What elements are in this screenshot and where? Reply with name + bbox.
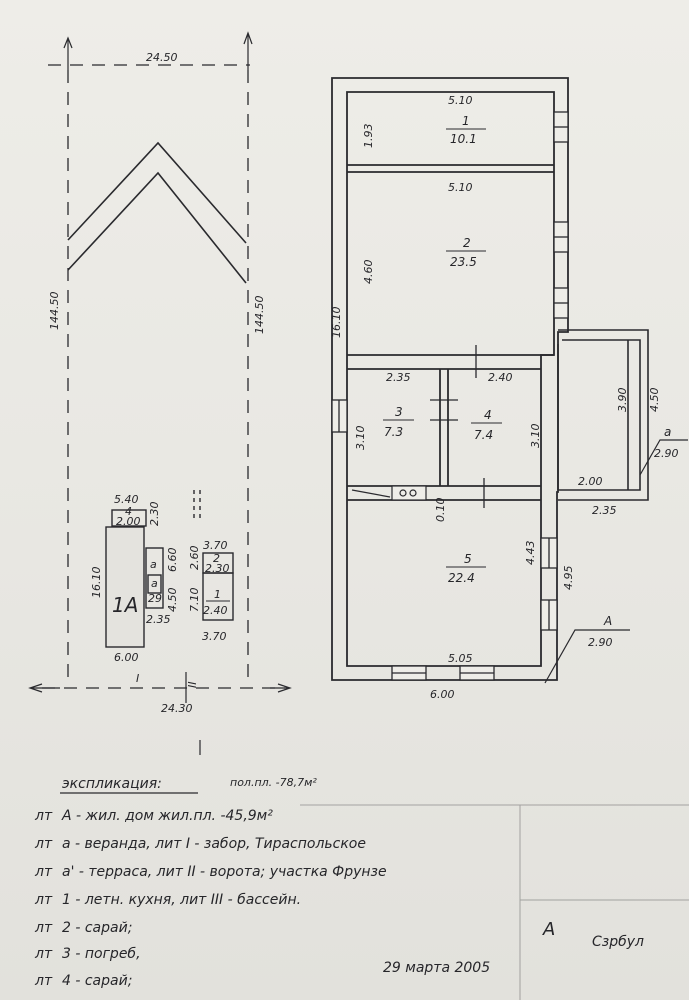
room-1-num: 1 — [462, 114, 470, 128]
room-2-side: 4.60 — [362, 260, 375, 285]
mini-house-length: 16.10 — [90, 567, 103, 599]
legend-line-7: 4 - сарай; — [62, 973, 132, 989]
legend-line-1: А - жил. дом жил.пл. -45,9м² — [61, 808, 273, 824]
room-4-area: 7.4 — [474, 428, 493, 442]
room-4-top: 2.40 — [488, 371, 513, 384]
room-3: 2.35 3.10 3 7.3 — [354, 371, 414, 450]
mini-kitchen-top: 3.70 — [203, 539, 228, 552]
room-2: 5.10 4.60 2 23.5 — [362, 181, 486, 284]
legend-line-3: а' - терраса, лит II - ворота; участка Ф… — [62, 864, 387, 880]
plot-dimension-arrows — [28, 31, 292, 755]
hatch-label: 0.10 — [434, 498, 447, 523]
plot-width-bottom: 24.30 — [161, 702, 193, 715]
room-5-outer: 4.95 — [562, 566, 575, 591]
legend-line-6: 3 - погреб, — [62, 946, 141, 962]
plot-outline — [42, 64, 285, 689]
legend-prefix-4: лт — [34, 892, 53, 908]
veranda-walls — [557, 329, 649, 501]
room-4: 2.40 3.10 4 7.4 — [471, 371, 542, 448]
roof-chevron — [67, 141, 247, 284]
section-a-label: a — [664, 425, 671, 439]
mini-summer-kitchen — [202, 552, 234, 621]
veranda-outer: 4.50 — [648, 388, 661, 413]
section-a-height: 2.90 — [654, 447, 679, 460]
room-2-area: 23.5 — [450, 255, 477, 269]
mini-house-width: 6.00 — [114, 651, 139, 664]
legend-prefix-3: лт — [34, 864, 53, 880]
mini-label-a2: а — [151, 577, 158, 590]
legend-prefix-2: лт — [34, 836, 53, 852]
mini-side-w: 2.35 — [146, 613, 171, 626]
legend-prefix-6: лт — [34, 946, 53, 962]
section-A-label: A — [603, 614, 612, 628]
room-2-top: 5.10 — [448, 181, 473, 194]
room-1: 5.10 1.93 1 10.1 — [362, 94, 486, 148]
veranda-inner: 2.00 — [578, 475, 603, 488]
room-5-bottom: 5.05 — [448, 652, 473, 665]
room-3-side: 3.10 — [354, 426, 367, 451]
legend-line-4: 1 - летн. кухня, лит III - бассейн. — [62, 892, 301, 908]
house-walls — [331, 77, 569, 681]
room-5-num: 5 — [464, 552, 472, 566]
legend-heading: экспликация: — [62, 776, 162, 792]
mini-terrace-num: 4 — [125, 505, 132, 518]
fence-mark-left: I — [136, 672, 139, 685]
room-5-area: 22.4 — [448, 571, 475, 585]
room-5-side: 4.43 — [524, 541, 537, 566]
mini-kitchen-num1: 1 — [214, 588, 221, 601]
mini-kitchen-side2: 7.10 — [188, 588, 201, 613]
mini-kitchen-side1: 2.60 — [188, 546, 201, 571]
mini-kitchen-h2: 2.30 — [205, 562, 230, 575]
stamp-area — [300, 804, 689, 1000]
legend-prefix-7: лт — [34, 973, 53, 989]
legend: экспликация: пол.пл. -78,7м² лт А - жил.… — [34, 776, 387, 989]
room-3-area: 7.3 — [384, 425, 403, 439]
stamp-letter: А — [542, 919, 555, 940]
room-3-top: 2.35 — [386, 371, 411, 384]
room-3-num: 3 — [395, 405, 403, 419]
mini-kitchen-bottom: 3.70 — [202, 630, 227, 643]
house-windows — [331, 111, 569, 681]
legend-prefix-5: лт — [34, 920, 53, 936]
veranda-height: 3.90 — [616, 388, 629, 413]
signature: Сзрбул — [592, 934, 644, 950]
mini-top-width: 5.40 — [114, 493, 139, 506]
mini-kitchen-num2: 2 — [213, 552, 220, 565]
mini-label-a: а — [150, 558, 157, 571]
mini-kitchen-h1: 2.40 — [203, 604, 228, 617]
fence-mark-right: II — [186, 682, 199, 689]
legend-line-2: а - веранда, лит I - забор, Тираспольско… — [62, 836, 366, 852]
legend-total-area: пол.пл. -78,7м² — [230, 776, 317, 789]
mini-house — [105, 490, 201, 648]
mini-house-label: 1А — [112, 593, 138, 617]
room-4-side: 3.10 — [529, 424, 542, 449]
section-A-height: 2.90 — [588, 636, 613, 649]
plot-length-left: 144.50 — [48, 292, 61, 331]
mini-terrace-h: 2.30 — [148, 502, 161, 527]
house-width-bottom: 6.00 — [430, 688, 455, 701]
mini-side-dim2: 4.50 — [166, 588, 179, 613]
room-1-area: 10.1 — [450, 132, 477, 146]
room-2-num: 2 — [463, 236, 471, 250]
room-5: 5.05 4.43 4.95 5 22.4 — [446, 541, 575, 665]
room-1-side: 1.93 — [362, 124, 375, 149]
veranda-outer-w: 2.35 — [592, 504, 617, 517]
document-date: 29 марта 2005 — [383, 960, 490, 976]
room-1-top: 5.10 — [448, 94, 473, 107]
mini-terrace-w: 2.00 — [116, 515, 141, 528]
legend-prefix-1: лт — [34, 808, 53, 824]
plot-width-top: 24.50 — [146, 51, 178, 64]
legend-line-5: 2 - сарай; — [62, 920, 132, 936]
house-length: 16.10 — [330, 307, 343, 339]
cellar-hatch — [351, 485, 427, 501]
mini-side-dim1: 6.60 — [166, 548, 179, 573]
section-leaders — [544, 439, 688, 684]
mini-small-num: 29 — [148, 592, 162, 605]
veranda: 3.90 4.50 2.00 2.35 — [578, 388, 661, 518]
plot-length-right: 144.50 — [253, 296, 266, 335]
room-4-num: 4 — [484, 408, 492, 422]
